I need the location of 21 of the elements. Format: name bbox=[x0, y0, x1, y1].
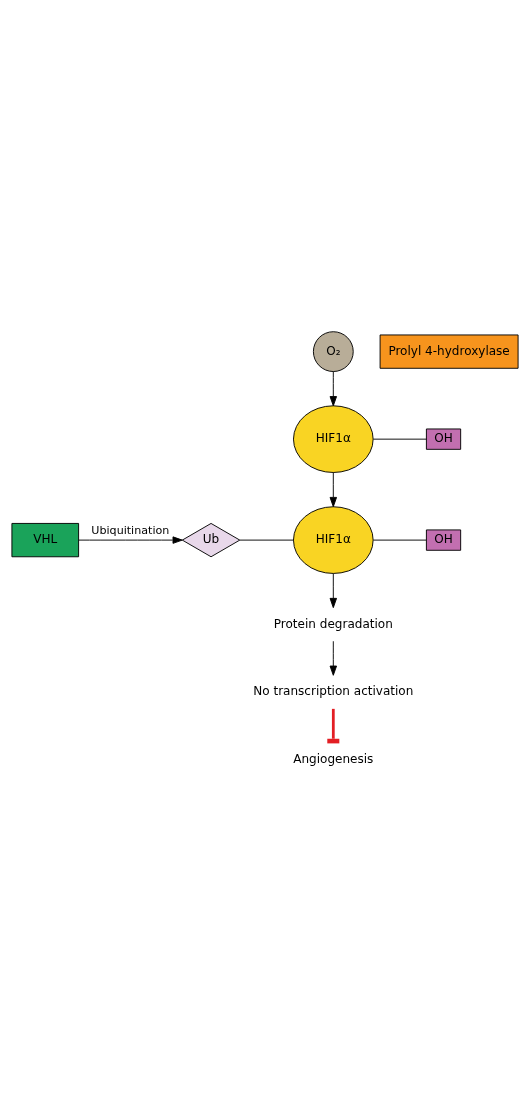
node-box: Prolyl 4-hydroxylase bbox=[379, 334, 519, 369]
node-circle: O₂ bbox=[312, 331, 354, 372]
edge-label: Ubiquitination bbox=[91, 524, 170, 538]
arrow bbox=[329, 371, 337, 407]
node-box: OH bbox=[425, 529, 462, 551]
arrow bbox=[329, 573, 337, 609]
connector bbox=[239, 539, 294, 541]
node-ellipse: HIF1α bbox=[293, 506, 374, 574]
connector bbox=[372, 438, 427, 440]
node-text: Protein degradation bbox=[273, 616, 393, 631]
connector bbox=[372, 539, 427, 541]
node-text: No transcription activation bbox=[253, 684, 414, 699]
arrow bbox=[329, 472, 337, 508]
connector bbox=[327, 708, 340, 744]
node-box: OH bbox=[425, 428, 462, 450]
arrow bbox=[329, 640, 337, 676]
node-ellipse: HIF1α bbox=[293, 405, 374, 473]
node-diamond: Ub bbox=[181, 522, 241, 558]
arrow bbox=[78, 536, 183, 544]
node-box: VHL bbox=[11, 522, 80, 558]
node-text: Angiogenesis bbox=[293, 751, 374, 766]
